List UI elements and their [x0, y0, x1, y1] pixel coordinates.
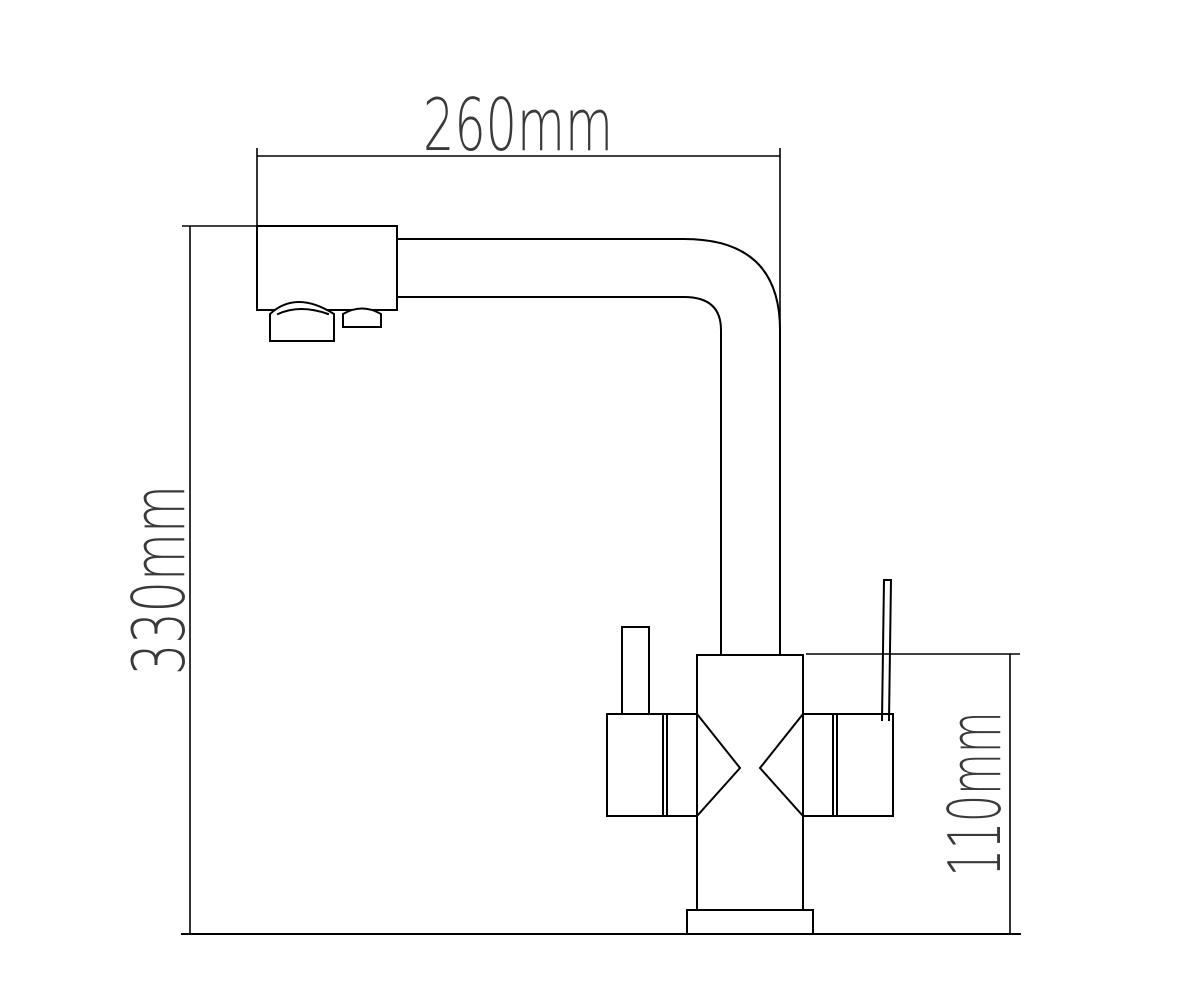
faucet-body — [606, 579, 894, 935]
width-label: 260mm — [423, 83, 613, 167]
base-height-label: 110mm — [933, 712, 1017, 877]
base-flange — [686, 909, 814, 935]
aerator-large-rim — [276, 308, 330, 316]
height-label: 330mm — [117, 485, 201, 675]
spout — [256, 225, 781, 656]
right-valve-ring — [832, 713, 838, 817]
right-handle — [880, 579, 893, 722]
width-dimension: 260mm — [256, 83, 781, 330]
right-valve-block — [836, 713, 894, 817]
height-dimension: 330mm — [117, 225, 258, 934]
base-height-dimension: 110mm — [806, 653, 1020, 934]
aerator-small — [342, 307, 382, 328]
spout-head — [256, 225, 398, 311]
left-handle — [621, 626, 650, 715]
spout-arm-inner — [396, 296, 722, 656]
spout-arm-outer — [396, 238, 781, 656]
aerator-large — [269, 301, 335, 342]
left-valve-block — [606, 713, 664, 817]
left-valve-ring — [662, 713, 668, 817]
right-cone — [758, 713, 834, 817]
left-cone — [666, 713, 742, 817]
